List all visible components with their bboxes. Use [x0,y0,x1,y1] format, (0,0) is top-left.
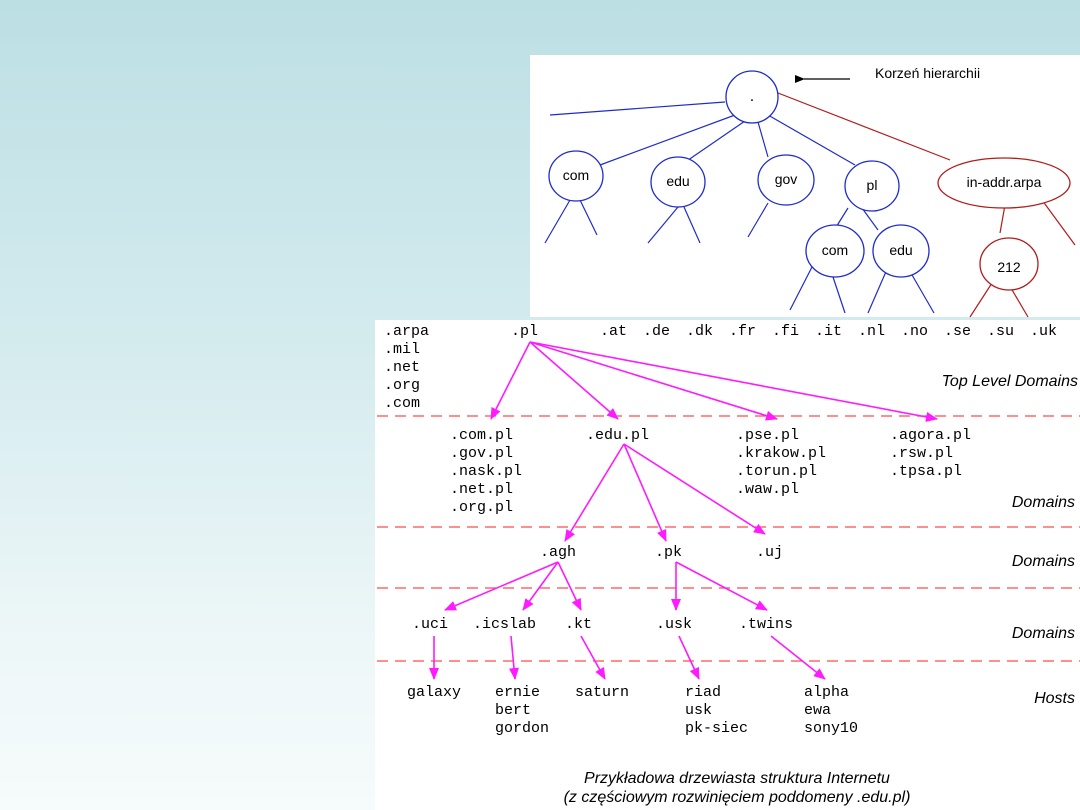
svg-text:ernie: ernie [495,684,540,701]
root-label: . [750,88,754,105]
svg-text:.com.pl: .com.pl [450,427,513,444]
tld-item: .de [643,323,670,340]
svg-text:com: com [563,167,589,183]
tld-item: .fi [772,323,799,340]
dns-hierarchy-diagram: . Korzeń hierarchii com edu gov pl in-ad… [544,65,1076,318]
node-212: 212 [979,237,1039,291]
level-label: Domains [1012,494,1075,511]
svg-text:.krakow.pl: .krakow.pl [736,445,826,462]
tld-item: .arpa [384,323,429,340]
level-label: Domains [1012,553,1075,570]
svg-text:212: 212 [997,259,1021,275]
tld-item: .mil [384,341,420,358]
svg-text:in-addr.arpa: in-addr.arpa [967,174,1042,190]
svg-text:.gov.pl: .gov.pl [450,445,513,462]
internet-tree-panel: .arpa .mil .net .org .com .pl .at .de .d… [375,320,1080,810]
tld-item: .no [901,323,928,340]
level-label: Domains [1012,625,1075,642]
node-com-pl: com [805,224,865,278]
tld-item: .com [384,395,420,412]
tld-list-left: .arpa .mil .net .org .com [384,323,429,412]
hierarchy-arrows [429,341,938,680]
host-galaxy: galaxy [407,684,461,701]
tld-item: .at [600,323,627,340]
svg-text:usk: usk [685,702,712,719]
svg-text:.org.pl: .org.pl [450,499,513,516]
root-annotation: Korzeń hierarchii [875,65,980,81]
svg-text:.rsw.pl: .rsw.pl [890,445,953,462]
svg-text:riad: riad [685,684,721,701]
host-group-icslab: ernie bert gordon [495,684,549,737]
tld-item: .nl [858,323,885,340]
svg-text:.nask.pl: .nask.pl [450,463,522,480]
svg-text:alpha: alpha [804,684,849,701]
node-edu: edu [650,156,706,208]
domain-kt: .kt [565,616,592,633]
node-in-addr-arpa: in-addr.arpa [937,157,1071,209]
node-com: com [548,150,604,202]
tld-item: .su [987,323,1014,340]
tld-item: .se [944,323,971,340]
pl-group-3: .pse.pl .krakow.pl .torun.pl .waw.pl [736,427,826,498]
svg-text:.agora.pl: .agora.pl [890,427,971,444]
host-saturn: saturn [575,684,629,701]
node-pl: pl [844,160,900,212]
pl-group-4: .agora.pl .rsw.pl .tpsa.pl [890,427,971,480]
level-label: Top Level Domains [942,373,1078,390]
host-group-twins: alpha ewa sony10 [804,684,858,737]
tld-item: .org [384,377,420,394]
domain-icslab: .icslab [473,616,536,633]
svg-text:.torun.pl: .torun.pl [736,463,817,480]
tld-pl: .pl [511,323,538,340]
tld-item: .dk [686,323,713,340]
svg-text:com: com [822,242,848,258]
svg-text:sony10: sony10 [804,720,858,737]
internet-tree-diagram: .arpa .mil .net .org .com .pl .at .de .d… [377,323,1080,806]
pl-group-edu: .edu.pl [586,427,649,444]
pl-group-1: .com.pl .gov.pl .nask.pl .net.pl .org.pl [450,427,522,516]
tld-row: .at .de .dk .fr .fi .it .nl .no .se .su … [600,323,1057,340]
domain-uci: .uci [412,616,448,633]
svg-text:.net.pl: .net.pl [450,481,513,498]
tld-item: .it [815,323,842,340]
svg-text:bert: bert [495,702,531,719]
svg-text:edu: edu [889,242,912,258]
svg-text:edu: edu [666,173,689,189]
domain-agh: .agh [540,544,576,561]
svg-text:gordon: gordon [495,720,549,737]
root-node: . [725,70,779,124]
node-gov: gov [757,154,815,206]
level-label: Hosts [1034,690,1075,707]
caption-line-2: (z częściowym rozwinięciem poddomeny .ed… [564,789,911,806]
caption-line-1: Przykładowa drzewiasta struktura Interne… [584,770,890,787]
domain-pk: .pk [655,544,682,561]
tld-item: .fr [729,323,756,340]
svg-text:ewa: ewa [804,702,831,719]
node-edu-pl: edu [872,224,930,278]
svg-text:gov: gov [775,171,798,187]
domain-uj: .uj [756,544,783,561]
svg-text:pk-siec: pk-siec [685,720,748,737]
svg-text:pl: pl [867,177,878,193]
svg-text:.pse.pl: .pse.pl [736,427,799,444]
blue-branches [544,101,935,314]
domain-usk: .usk [656,616,692,633]
host-group-usk: riad usk pk-siec [685,684,748,737]
level-labels: Top Level Domains Domains Domains Domain… [942,373,1078,707]
svg-text:.waw.pl: .waw.pl [736,481,799,498]
tld-item: .net [384,359,420,376]
svg-text:.tpsa.pl: .tpsa.pl [890,463,962,480]
tld-item: .uk [1030,323,1057,340]
dns-hierarchy-panel: . Korzeń hierarchii com edu gov pl in-ad… [530,55,1080,318]
domain-twins: .twins [739,616,793,633]
